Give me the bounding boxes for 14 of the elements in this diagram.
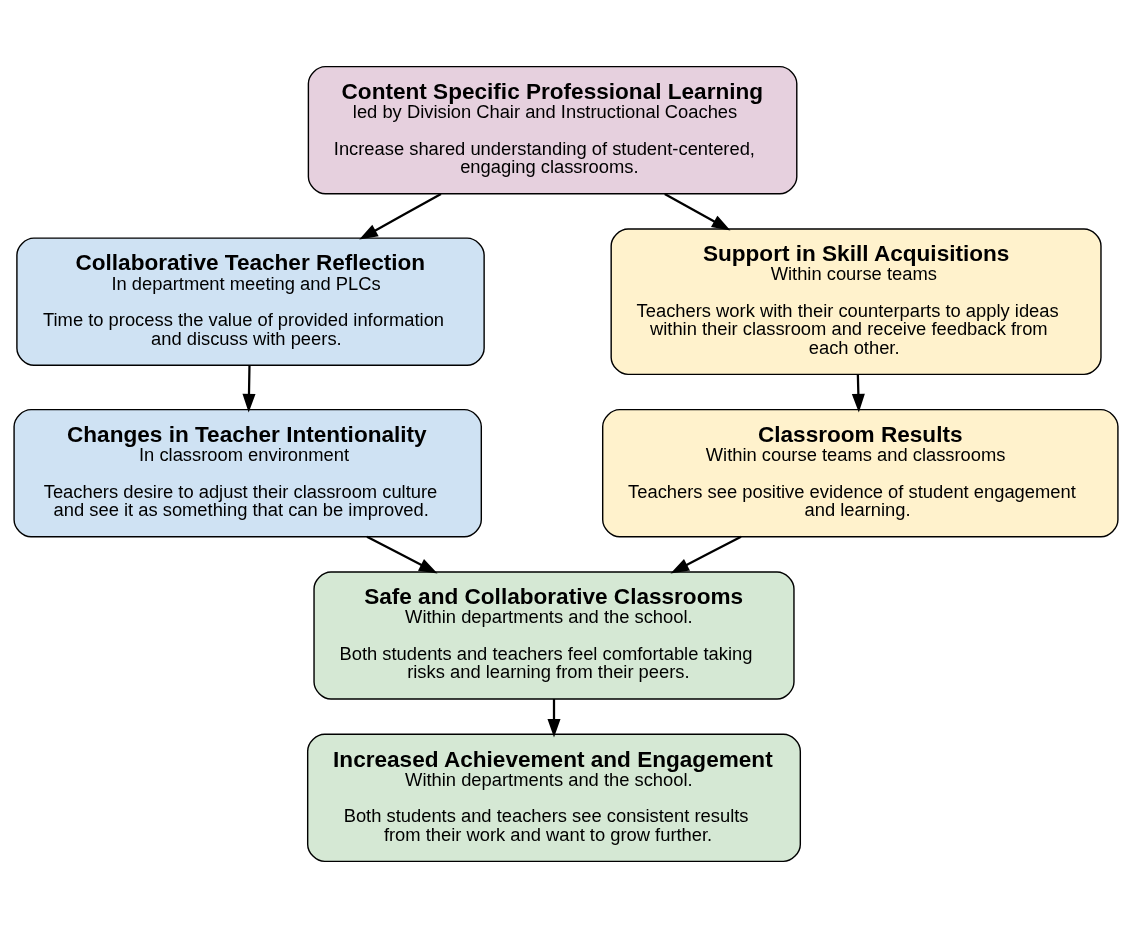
node-box: Changes in Teacher Intentionality In classroom environment Teachers desire to adjust their classroom culture and see it as something that can be improved. [13, 408, 482, 538]
arrow [366, 535, 438, 574]
arrow [359, 192, 442, 240]
node-box: Collaborative Teacher Reflection In department meeting and PLCs Time to process the value of provided information and discuss with peers. [16, 237, 485, 366]
arrow [242, 365, 256, 413]
node-box: Support in Skill Acquisitions Within course teams Teachers work with their counterparts to apply ideas within their classroom and receive feedback from each other. [610, 228, 1102, 376]
arrow [664, 192, 731, 231]
arrow [851, 374, 865, 413]
node-box: Content Specific Professional Learning led by Division Chair and Instructional Coaches Increase shared understanding of student-centered, engaging classrooms. [307, 65, 798, 195]
arrow [547, 699, 561, 738]
node-box: Safe and Collaborative Classrooms Within departments and the school. Both students and teachers feel comfortable taking risks and learning from their peers. [313, 571, 795, 700]
node-box: Increased Achievement and Engagement Within departments and the school. Both students and teachers see consistent results from their work and want to grow further. [306, 733, 802, 863]
node-box: Classroom Results Within course teams and classrooms Teachers see positive evidence of student engagement and learning. [602, 408, 1119, 538]
arrow [670, 535, 742, 574]
